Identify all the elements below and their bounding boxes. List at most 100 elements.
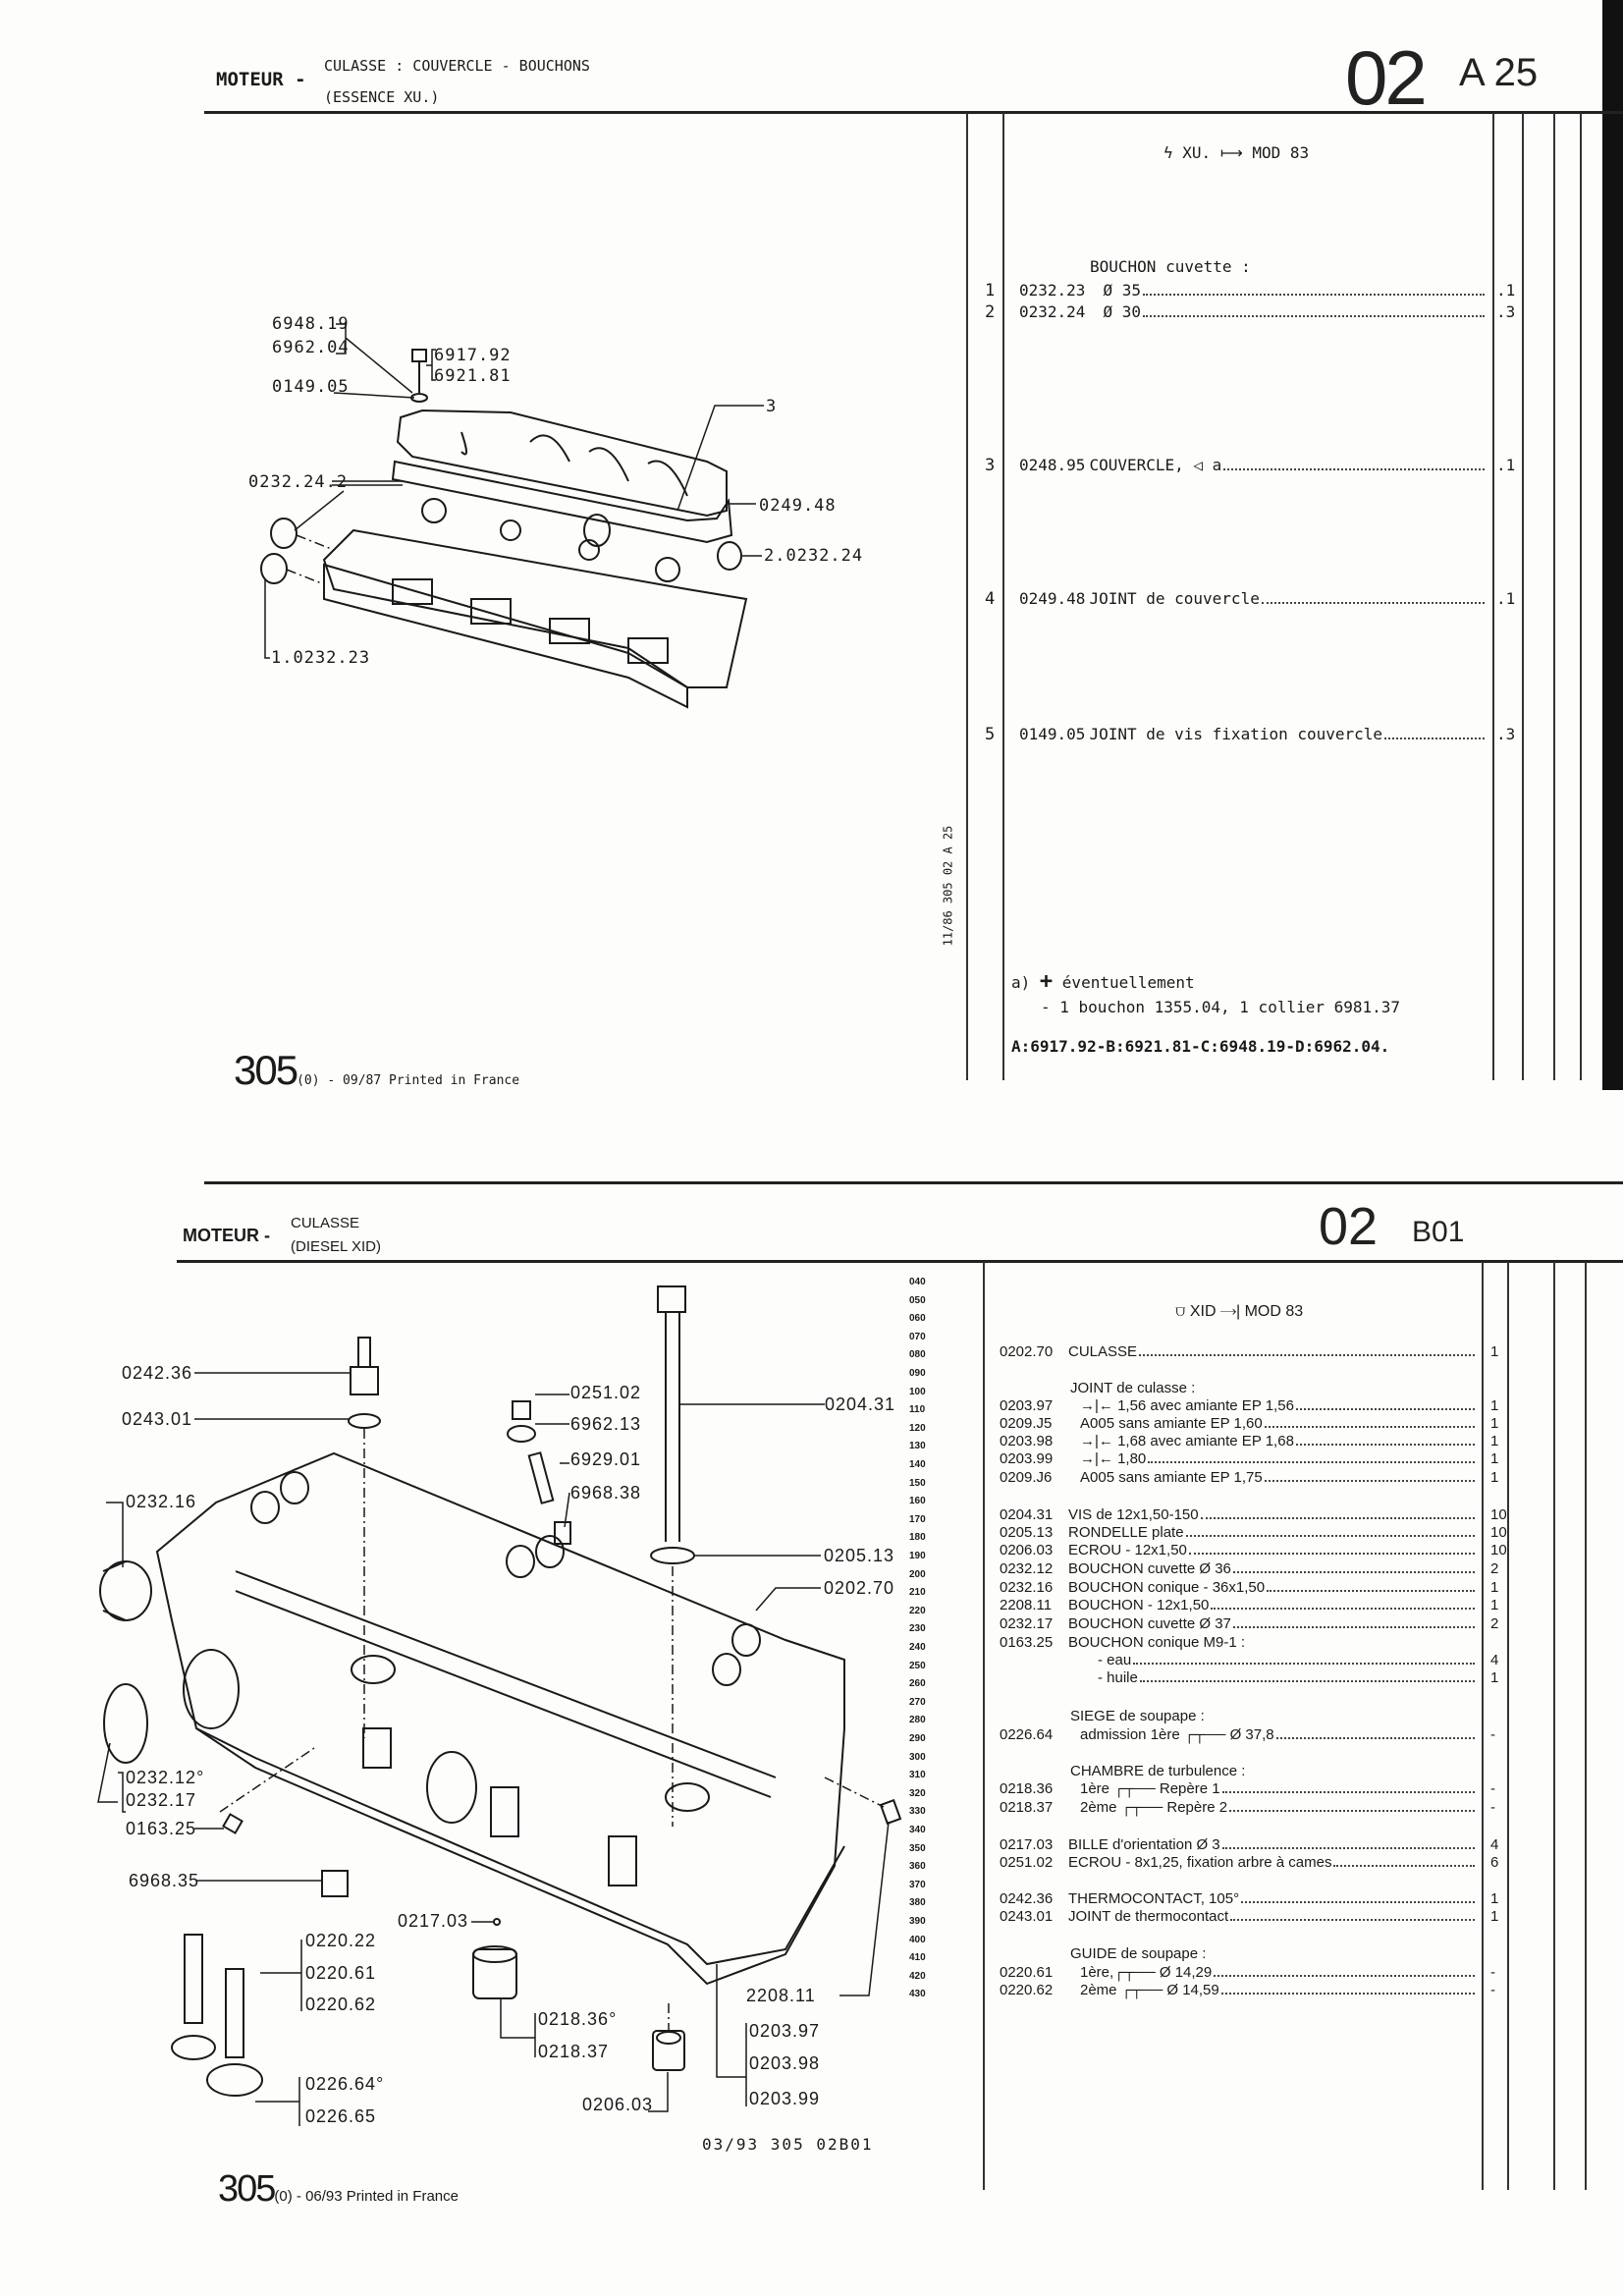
note-marker: a) [1011,973,1031,992]
part-number: 0249.48 [1019,589,1086,608]
part-number: 0217.03 [1000,1836,1054,1853]
bottom-page-number: B01 [1412,1216,1465,1248]
diagram-callout: 1.0232.23 [271,648,371,668]
part-number: 0251.02 [1000,1854,1054,1871]
quantity: .1 [1496,456,1516,474]
cylinder-head-drawing-top [322,498,748,709]
part-number: 0203.98 [1000,1433,1054,1449]
quantity: 6 [1490,1854,1499,1871]
diagram-callout: 0206.03 [582,2095,654,2114]
ruler-tick-label: 340 [909,1825,926,1835]
diagram-callout: 0251.02 [570,1383,642,1402]
quantity: 2 [1490,1560,1499,1577]
ruler-tick-label: 290 [909,1733,926,1744]
table-row: - huile [1000,1669,1479,1686]
dot-leader [1241,1901,1475,1903]
part-number: 0232.12 [1000,1560,1054,1577]
top-divider-4 [1522,113,1524,1080]
leader-lines-top [264,323,764,659]
part-number: 0202.70 [1000,1343,1054,1360]
diagram-callout: 0226.65 [305,2106,377,2126]
part-description: BOUCHON cuvette Ø 36 [1068,1560,1231,1577]
quantity: - [1490,1982,1495,1998]
part-description: - eau [1098,1652,1132,1668]
ruler-tick-label: 070 [909,1331,926,1342]
top-divider-3 [1492,113,1494,1080]
ruler-tick-label: 250 [909,1660,926,1671]
item-ref-number: 2 [985,302,996,322]
cylinder-head-drawing-bottom [155,1451,845,1986]
top-applicability: ϟ XU. ⟼ MOD 83 [1163,143,1309,162]
ruler-tick-label: 090 [909,1368,926,1379]
part-number: 0205.13 [1000,1524,1054,1541]
part-number: 0206.03 [1000,1542,1054,1558]
diesel-engine-icon: ⩌ [1175,1303,1190,1320]
part-number: 0163.25 [1000,1634,1054,1651]
diagram-callout: 0203.98 [749,2053,821,2073]
top-note-line2: - 1 bouchon 1355.04, 1 collier 6981.37 [1041,998,1401,1016]
dot-leader [1148,1461,1475,1463]
quantity: .1 [1496,281,1516,300]
ruler-tick-label: 230 [909,1623,926,1635]
table-row: 0163.25 BOUCHON conique M9-1 : [1000,1634,1479,1651]
dot-leader [1230,1919,1475,1921]
part-description: ECROU - 8x1,25, fixation arbre à cames [1068,1854,1332,1871]
diagram-callout: 0226.64° [305,2074,385,2094]
engine-code: XU. [1182,143,1212,162]
diagram-callout: 0205.13 [824,1546,895,1565]
part-description: VIS de 12x1,50-150 [1068,1506,1199,1523]
dot-leader [1232,1571,1475,1573]
top-header-title-line1: CULASSE : COUVERCLE - BOUCHONS [324,57,590,75]
valve-cover-drawing [391,409,733,544]
ruler-tick-label: 350 [909,1842,926,1854]
dot-leader [1221,1847,1475,1849]
diagram-callout: 6968.35 [129,1871,200,1890]
table-row: 0205.13 RONDELLE plate [1000,1524,1479,1541]
diagram-callout: 0149.05 [272,377,350,397]
ruler-tick-label: 320 [909,1787,926,1799]
ruler-tick-label: 310 [909,1770,926,1781]
quantity: 1 [1490,1433,1499,1449]
ruler-tick-label: 190 [909,1551,926,1561]
part-number: 0232.16 [1000,1579,1054,1596]
part-number: 0209.J6 [1000,1469,1053,1486]
top-divider-6 [1580,113,1582,1080]
diagram-callout: 0218.37 [538,2042,610,2061]
bottom-divider-1 [983,1262,985,2190]
dot-leader [1188,1553,1475,1555]
dot-leader [1214,1975,1475,1977]
table-row: 0251.02 ECROU - 8x1,25, fixation arbre à … [1000,1854,1479,1871]
ruler-tick-label: 400 [909,1934,926,1945]
part-description: →|← 1,68 avec amiante EP 1,68 [1080,1433,1294,1449]
quantity: - [1490,1780,1495,1797]
diagram-callout: 6962.13 [570,1414,642,1434]
quantity: 1 [1490,1343,1499,1360]
part-number: 0232.24 [1019,302,1086,321]
part-description: RONDELLE plate [1068,1524,1184,1541]
diagram-callout: 6921.81 [434,366,512,386]
list-group-header: CHAMBRE de turbulence : [1070,1763,1246,1779]
part-description: - huile [1098,1669,1138,1686]
quantity: 2 [1490,1615,1499,1632]
dot-leader [1211,1608,1475,1610]
ruler-tick-label: 260 [909,1678,926,1690]
diagram-callout: 0220.62 [305,1995,377,2014]
top-divider-2 [1002,113,1004,1080]
part-description: BOUCHON conique M9-1 : [1068,1634,1246,1651]
diagram-callout: 6929.01 [570,1449,642,1469]
ruler-tick-label: 170 [909,1513,926,1525]
quantity: 4 [1490,1652,1499,1668]
diagram-callout: 0202.70 [824,1578,895,1598]
table-row: 0203.98 →|← 1,68 avec amiante EP 1,68 [1000,1433,1479,1449]
footer-model: 305 [234,1047,298,1093]
